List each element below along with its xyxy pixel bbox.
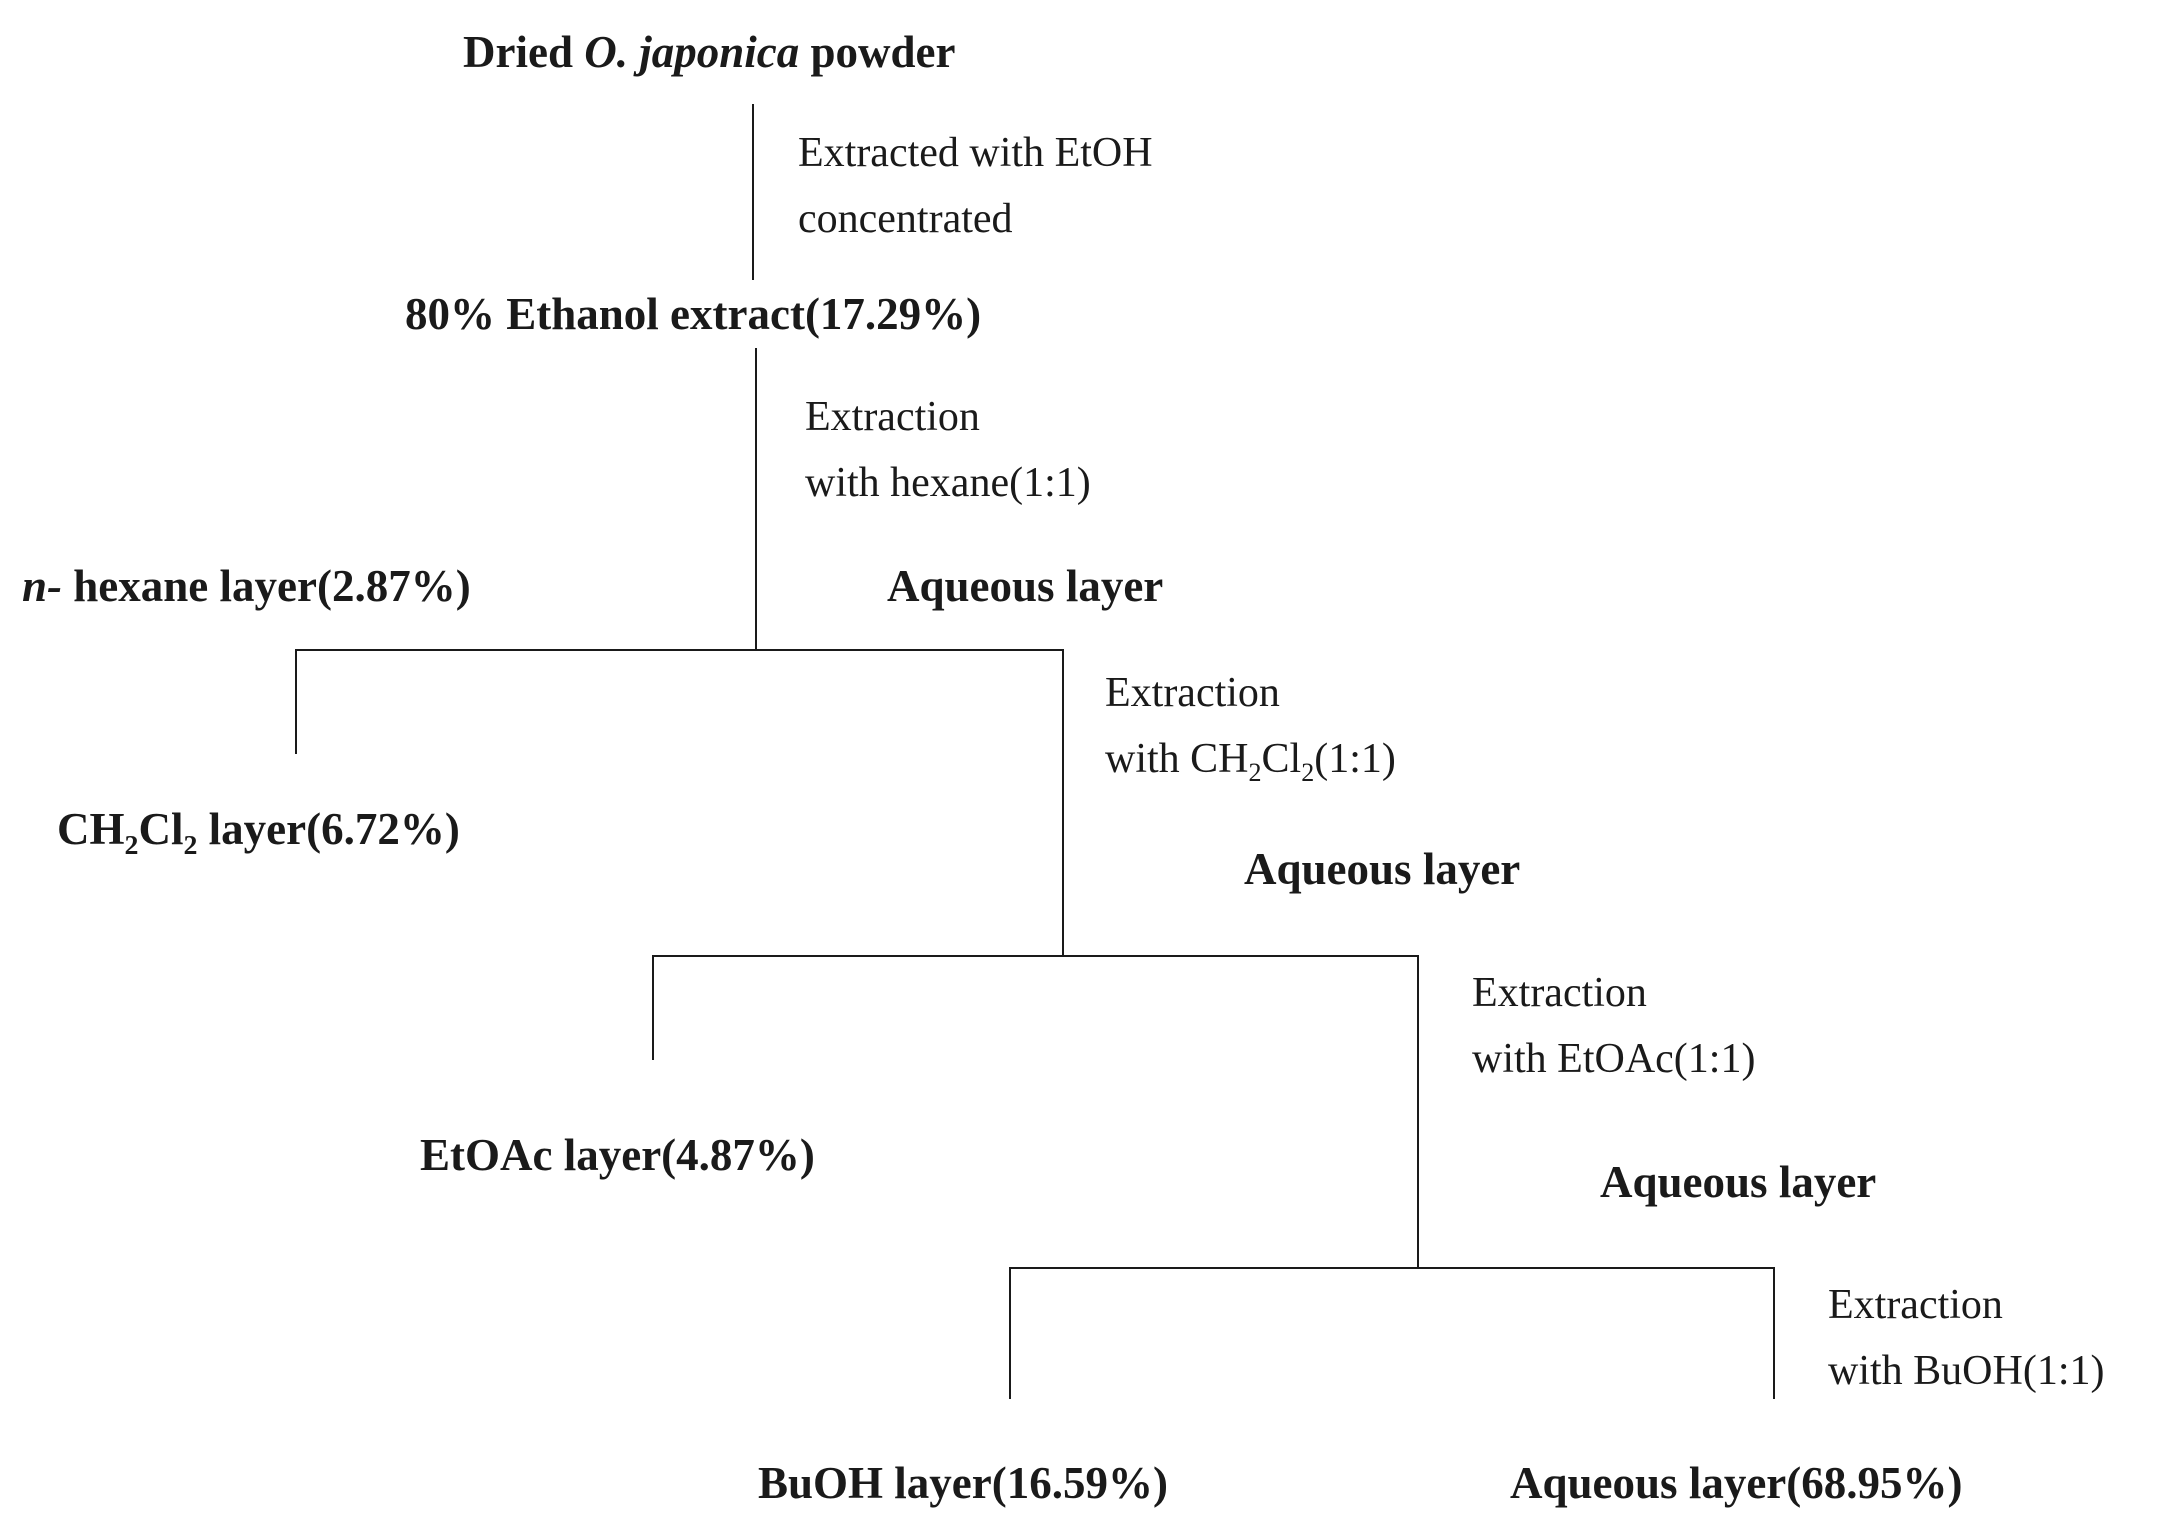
split1-right-branch <box>1062 649 1064 957</box>
node-etoac-layer: EtOAc layer(4.87%) <box>420 1130 815 1180</box>
node-aqueous-layer-3: Aqueous layer <box>1600 1157 1877 1207</box>
step-ethanol-extraction: Extracted with EtOH concentrated <box>798 120 1153 252</box>
connector-start-to-ethanol <box>752 104 754 280</box>
node-hexane-prefix: n- <box>22 561 63 611</box>
split2-bar <box>652 955 1419 957</box>
node-aqueous-layer-2: Aqueous layer <box>1244 844 1521 894</box>
step-buoh-line1: Extraction <box>1828 1282 2003 1328</box>
node-dried-powder-prefix: Dried <box>463 27 573 77</box>
node-hexane-layer: n- hexane layer(2.87%) <box>22 564 471 609</box>
connector-ethanol-to-split1 <box>755 348 757 650</box>
split2-left-branch <box>652 955 654 1060</box>
split2-right-branch <box>1417 955 1419 1268</box>
split1-left-branch <box>295 649 297 754</box>
split3-left-branch <box>1009 1267 1011 1399</box>
node-dried-powder-suffix: powder <box>810 27 956 77</box>
step-ch2cl2-line1: Extraction <box>1105 670 1280 716</box>
split3-bar <box>1009 1267 1775 1269</box>
node-dried-powder: Dried O. japonica powder <box>463 30 956 75</box>
step-buoh-extraction: Extraction with BuOH(1:1) <box>1828 1272 2105 1404</box>
step-hexane-line2: with hexane(1:1) <box>805 460 1091 506</box>
step-buoh-line2: with BuOH(1:1) <box>1828 1348 2105 1394</box>
node-hexane-rest: hexane layer(2.87%) <box>62 561 471 611</box>
node-dried-powder-species: O. japonica <box>584 27 800 77</box>
node-ch2cl2-layer: CH2Cl2 layer(6.72%) <box>57 804 460 861</box>
split1-bar <box>295 649 1064 651</box>
node-aqueous-final: Aqueous layer(68.95%) <box>1510 1458 1963 1508</box>
node-buoh-layer: BuOH layer(16.59%) <box>758 1458 1168 1508</box>
step-etoac-extraction: Extraction with EtOAc(1:1) <box>1472 960 1755 1092</box>
step-ch2cl2-line2: with CH2Cl2(1:1) <box>1105 736 1396 788</box>
node-aqueous-layer-1: Aqueous layer <box>887 561 1164 611</box>
split3-right-branch <box>1773 1267 1775 1399</box>
step-etoac-line2: with EtOAc(1:1) <box>1472 1036 1756 1082</box>
step-ethanol-line1: Extracted with EtOH <box>798 130 1153 176</box>
step-ethanol-line2: concentrated <box>798 196 1013 242</box>
step-hexane-extraction: Extraction with hexane(1:1) <box>805 384 1091 516</box>
node-ethanol-extract: 80% Ethanol extract(17.29%) <box>405 289 982 339</box>
step-hexane-line1: Extraction <box>805 394 980 440</box>
step-etoac-line1: Extraction <box>1472 970 1647 1016</box>
step-ch2cl2-extraction: Extraction with CH2Cl2(1:1) <box>1105 660 1396 792</box>
